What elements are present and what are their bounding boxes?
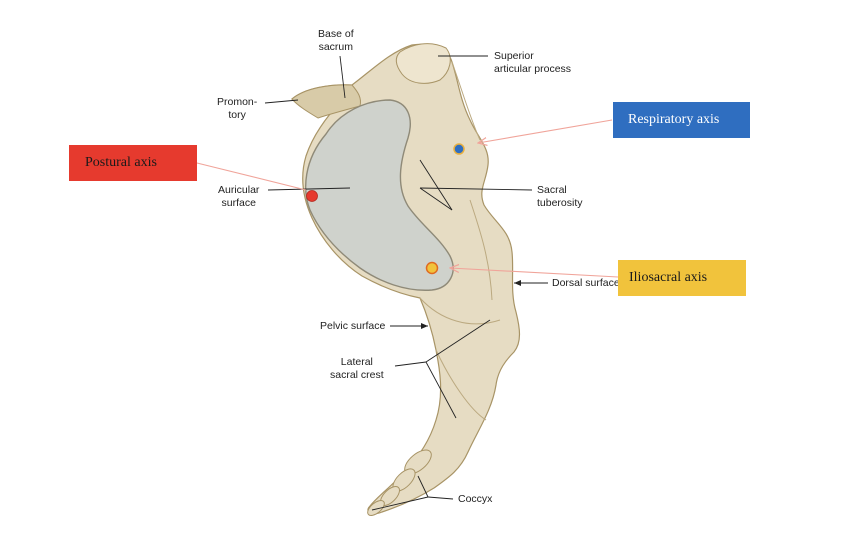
- axis-pointers: [196, 119, 619, 278]
- label-lateral-sacral-crest: Lateral sacral crest: [330, 356, 384, 381]
- label-promontory: Promon- tory: [217, 96, 258, 121]
- label-auricular-surface: Auricular surface: [218, 184, 260, 209]
- postural-axis-dot: [306, 190, 318, 202]
- label-base-of-sacrum: Base of sacrum: [318, 28, 354, 53]
- label-dorsal-surface: Dorsal surface: [552, 277, 618, 289]
- auricular-surface-shape: [305, 99, 454, 291]
- respiratory-axis-dot: [453, 143, 465, 155]
- leader-lines: [264, 55, 548, 511]
- label-sacral-tuberosity: Sacral tuberosity: [537, 184, 583, 209]
- iliosacral-axis-box: Iliosacral axis: [618, 260, 746, 296]
- iliosacral-axis-label: Iliosacral axis: [629, 270, 708, 285]
- respiratory-axis-label: Respiratory axis: [628, 112, 720, 127]
- coccyx-segments: [367, 449, 432, 516]
- superior-articular-process-shape: [395, 43, 451, 84]
- label-coccyx: Coccyx: [458, 493, 493, 505]
- respiratory-axis-box: Respiratory axis: [613, 102, 750, 138]
- label-superior-articular-process: Superior articular process: [494, 50, 572, 75]
- postural-axis-label: Postural axis: [85, 155, 157, 170]
- label-pelvic-surface: Pelvic surface: [320, 320, 386, 332]
- iliosacral-axis-dot: [425, 261, 439, 275]
- postural-axis-box: Postural axis: [69, 145, 197, 181]
